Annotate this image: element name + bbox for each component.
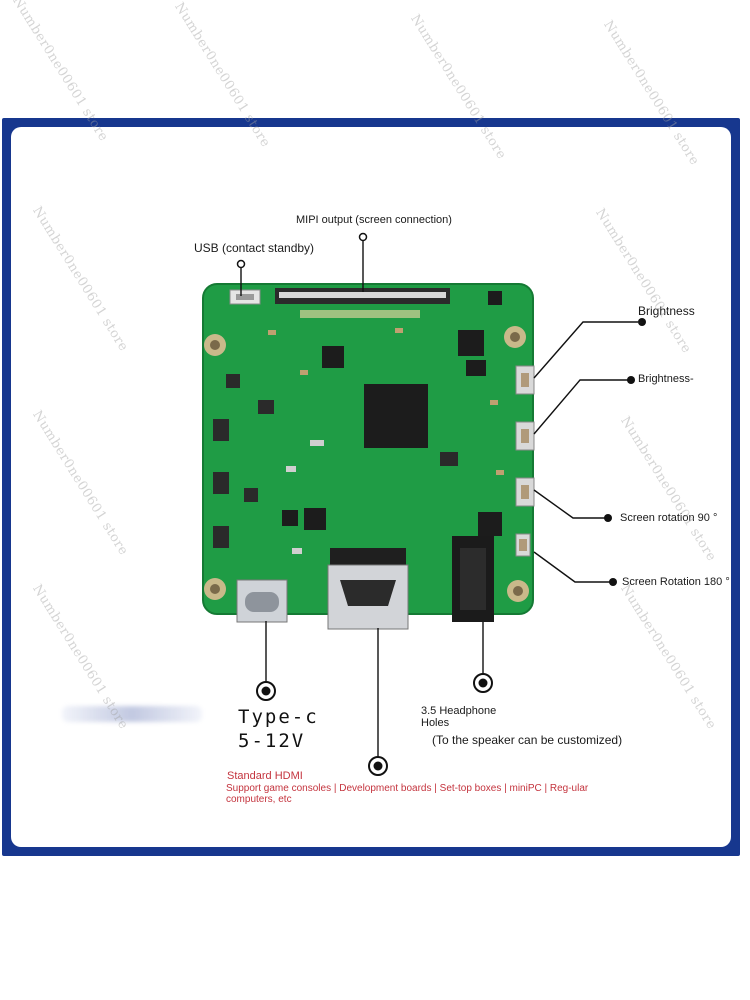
button-rotation-180 xyxy=(515,533,531,557)
button-brightness-minus xyxy=(515,421,535,451)
hdmi-description: Support game consoles | Development boar… xyxy=(226,783,589,805)
callout-dot xyxy=(609,578,617,586)
headphone-label: 3.5 Headphone xyxy=(421,705,497,717)
callout-dot xyxy=(358,232,368,242)
rotation-180-label: Screen Rotation 180 ° xyxy=(622,576,730,588)
hdmi-port xyxy=(327,548,409,630)
headphone-note: (To the speaker can be customized) xyxy=(432,733,623,747)
callout-dot xyxy=(256,681,276,701)
callout-dot xyxy=(473,673,493,693)
mipi-label: MIPI output (screen connection) xyxy=(296,214,452,226)
mounting-hole xyxy=(504,326,526,348)
callout-dot xyxy=(638,318,646,326)
mounting-hole xyxy=(507,580,529,602)
hdmi-title: Standard HDMI xyxy=(227,770,303,782)
callout-dot xyxy=(236,259,246,269)
brightness-plus-label: Brightness xyxy=(638,304,695,318)
button-brightness-plus xyxy=(515,365,535,395)
usb-label: USB (contact standby) xyxy=(194,241,315,255)
rotation-90-label: Screen rotation 90 ° xyxy=(620,512,718,524)
typec-port xyxy=(236,579,288,623)
typec-label: Type-c xyxy=(238,706,319,728)
blurred-logo xyxy=(62,706,202,722)
headphone-label-2: Holes xyxy=(421,717,450,729)
callout-dot xyxy=(604,514,612,522)
main-chip xyxy=(364,384,428,448)
headphone-jack xyxy=(452,536,494,622)
brightness-plus-sign: + xyxy=(638,318,644,329)
button-rotation-90 xyxy=(515,477,535,507)
mounting-hole xyxy=(204,334,226,356)
callout-dot xyxy=(368,756,388,776)
mounting-hole xyxy=(204,578,226,600)
brightness-minus-label: Brightness- xyxy=(638,373,694,385)
typec-voltage-label: 5-12V xyxy=(238,730,306,752)
callout-dot xyxy=(627,376,635,384)
